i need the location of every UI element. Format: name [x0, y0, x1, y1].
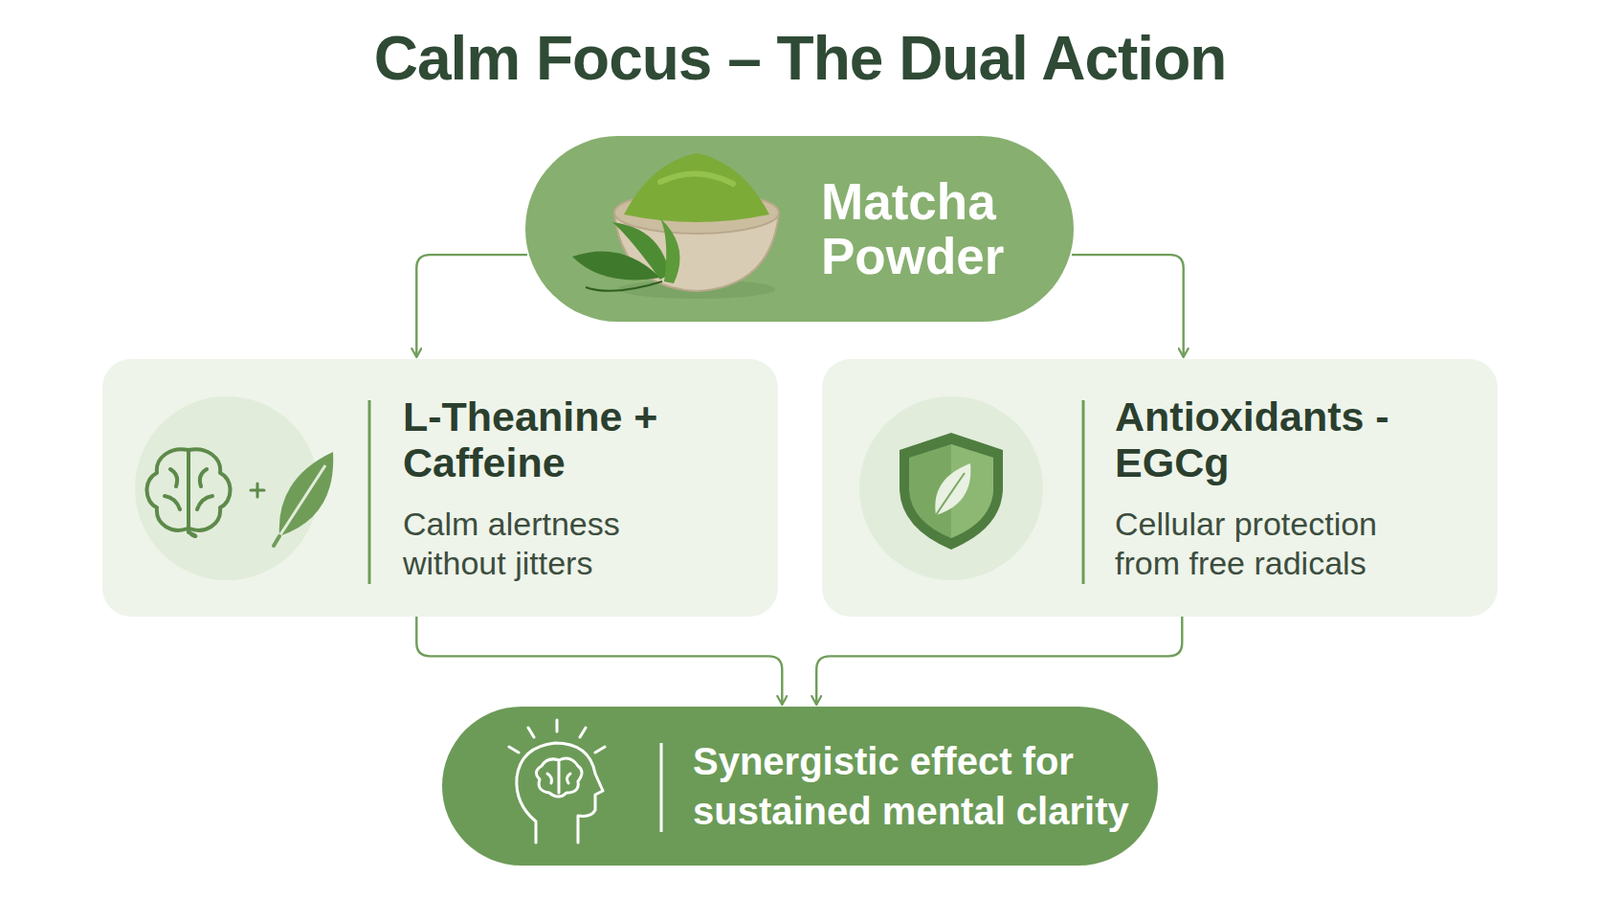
node-heading: Synergistic effect for sustained mental …	[692, 735, 1153, 836]
source-pill: Matcha Powder	[525, 135, 1074, 322]
diagram-title: Calm Focus – The Dual Action	[0, 22, 1600, 94]
component-box: Antioxidants - EGCgCellular protection f…	[822, 358, 1498, 617]
result-pill: Synergistic effect for sustained mental …	[442, 706, 1158, 866]
flow-arrow	[816, 616, 1182, 705]
node-heading: Matcha Powder	[821, 174, 1051, 284]
component-box: L-Theanine + CaffeineCalm alertness with…	[102, 358, 778, 617]
flow-arrow	[416, 254, 528, 357]
flow-arrow	[1071, 254, 1184, 357]
node-heading: Antioxidants - EGCg	[1114, 393, 1469, 486]
node-body: Cellular protection from free radicals	[1114, 504, 1450, 583]
node-body: Calm alertness without jitters	[402, 504, 729, 583]
flow-arrow	[416, 616, 782, 705]
node-heading: L-Theanine + Caffeine	[402, 393, 729, 486]
